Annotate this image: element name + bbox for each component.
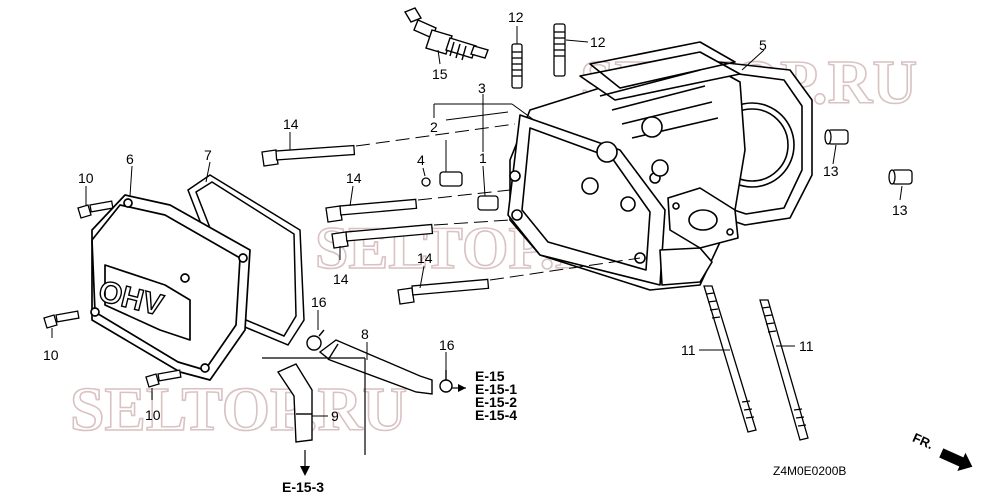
- label-part-10-upper: 10: [78, 170, 94, 186]
- label-part-5: 5: [759, 37, 767, 53]
- watermark-bottom: SELTOP.RU: [70, 376, 407, 444]
- flange-bolt-lower: [397, 278, 490, 305]
- flange-bolt-middle-2: [331, 223, 434, 249]
- bolt-leader-lines: [355, 123, 641, 281]
- label-part-10-left: 10: [43, 347, 59, 363]
- label-part-16-left: 16: [311, 294, 327, 310]
- label-part-11-right: 11: [799, 338, 814, 354]
- ref-e15-2: E-15-2: [475, 394, 517, 410]
- flange-bolt-upper: [261, 144, 356, 167]
- cover-bolt-upper: [77, 200, 114, 219]
- label-part-6: 6: [126, 151, 134, 167]
- label-part-15: 15: [432, 66, 448, 82]
- label-part-7: 7: [204, 147, 212, 163]
- push-rod-left: [703, 285, 757, 433]
- push-rod-right: [759, 299, 809, 441]
- label-part-13-upper: 13: [823, 163, 839, 179]
- cover-bolt-lower: [145, 369, 182, 388]
- label-part-14-lower: 14: [417, 250, 433, 266]
- arrow-down-icon: [300, 466, 310, 476]
- flange-bolt-middle-1: [325, 198, 418, 223]
- stud-bolt-right: [553, 23, 566, 77]
- diagram-code: Z4M0E0200B: [773, 464, 846, 478]
- label-part-11-left: 11: [681, 342, 696, 358]
- spark-plug: [403, 7, 489, 61]
- breather-hose: [276, 363, 313, 443]
- label-part-8: 8: [361, 326, 369, 342]
- label-part-9: 9: [331, 408, 339, 424]
- ref-e15-4: E-15-4: [475, 407, 517, 423]
- label-part-12-right: 12: [590, 34, 606, 50]
- label-part-1: 1: [479, 150, 487, 166]
- dowel-pin-small: [421, 171, 499, 211]
- stud-bolt-left: [511, 43, 523, 89]
- label-part-14-middle: 14: [346, 170, 362, 186]
- label-part-14-upper: 14: [283, 116, 299, 132]
- head-cover: [90, 194, 251, 381]
- ref-e15-1: E-15-1: [475, 381, 517, 397]
- ref-e15-3: E-15-3: [282, 479, 324, 495]
- dowel-pin-lower: [888, 169, 913, 185]
- cylinder-head: [507, 41, 813, 291]
- label-part-16-right: 16: [439, 337, 455, 353]
- label-part-12-left: 12: [508, 9, 524, 25]
- label-part-13-lower: 13: [892, 202, 908, 218]
- front-arrow-icon: [939, 448, 973, 472]
- breather-tube: [318, 339, 433, 395]
- front-direction-label: FR.: [910, 430, 935, 452]
- label-part-3: 3: [478, 80, 486, 96]
- cover-bolt-left: [43, 310, 80, 329]
- ref-e15: E-15: [475, 368, 505, 384]
- hose-clip-right: [439, 370, 453, 393]
- label-part-4: 4: [417, 152, 425, 168]
- label-part-14-left: 14: [333, 271, 349, 287]
- hose-clip-upper: [306, 329, 325, 351]
- label-part-2: 2: [430, 119, 438, 135]
- arrow-right-icon: [458, 384, 466, 392]
- dowel-pin-upper: [824, 129, 849, 145]
- leader-lines: [51, 26, 903, 417]
- label-part-10-lower: 10: [145, 407, 161, 423]
- front-direction-indicator: FR.: [910, 430, 973, 472]
